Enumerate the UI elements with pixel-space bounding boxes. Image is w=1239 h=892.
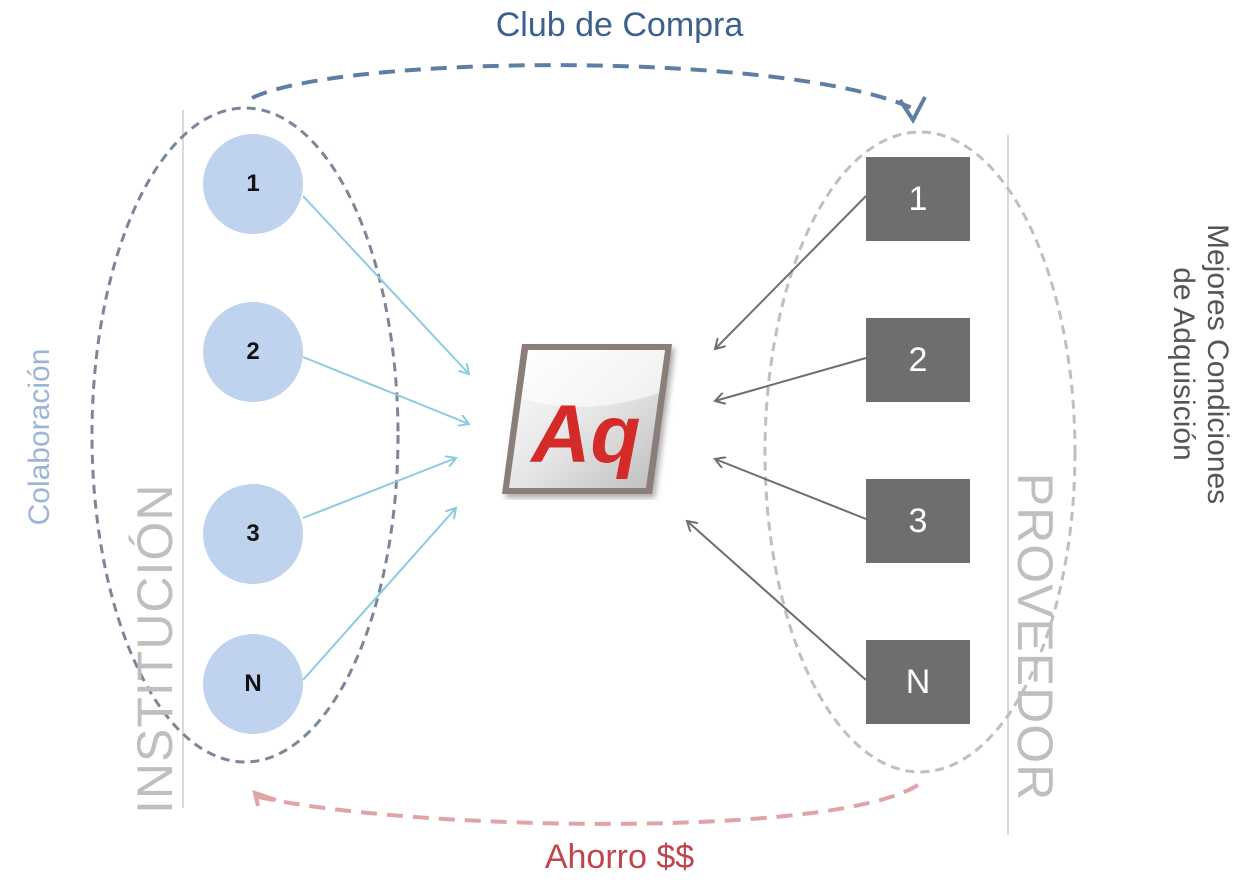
inst-arrow-1 xyxy=(302,195,469,374)
prov-arrow-3 xyxy=(715,459,867,520)
provider-node-2: 2 xyxy=(866,318,970,402)
logo-text: Aq xyxy=(529,389,640,480)
colaboracion-label: Colaboración xyxy=(23,348,56,526)
prov-arrow-2 xyxy=(715,357,867,401)
institution-node-3: 3 xyxy=(203,484,303,584)
club-de-compra-arrow xyxy=(251,63,913,110)
prov-arrow-1 xyxy=(715,195,867,349)
institution-node-1: 1 xyxy=(203,134,303,234)
institucion-label: INSTITUCIÓN xyxy=(127,483,183,814)
provider-node-1: 1 xyxy=(866,157,970,241)
provider-node-3: 3 xyxy=(866,479,970,563)
club-de-compra-label: Club de Compra xyxy=(495,6,744,44)
institution-node-n: N xyxy=(203,634,303,734)
institution-node-2: 2 xyxy=(203,302,303,402)
institution-group-ellipse xyxy=(90,106,400,764)
provider-group-ellipse xyxy=(763,130,1077,774)
mejores-line-1: Mejores Condiciones xyxy=(1201,224,1234,505)
inst-arrow-3 xyxy=(302,458,456,519)
mejores-condiciones-label: Mejores Condiciones de Adquisición xyxy=(1166,224,1234,504)
proveedor-label: PROVEEDOR xyxy=(1007,472,1063,802)
mejores-line-2: de Adquisición xyxy=(1167,267,1200,461)
ahorro-label: Ahorro $$ xyxy=(544,838,695,876)
prov-arrow-n xyxy=(687,521,867,681)
club-de-compra-arrowhead xyxy=(898,96,927,124)
aq-logo-icon: Aq xyxy=(502,344,672,494)
inst-arrow-n xyxy=(302,508,456,681)
ahorro-arrow xyxy=(253,783,920,826)
provider-node-n: N xyxy=(866,640,970,724)
ahorro-arrowhead xyxy=(252,789,277,807)
inst-arrow-2 xyxy=(302,356,469,424)
